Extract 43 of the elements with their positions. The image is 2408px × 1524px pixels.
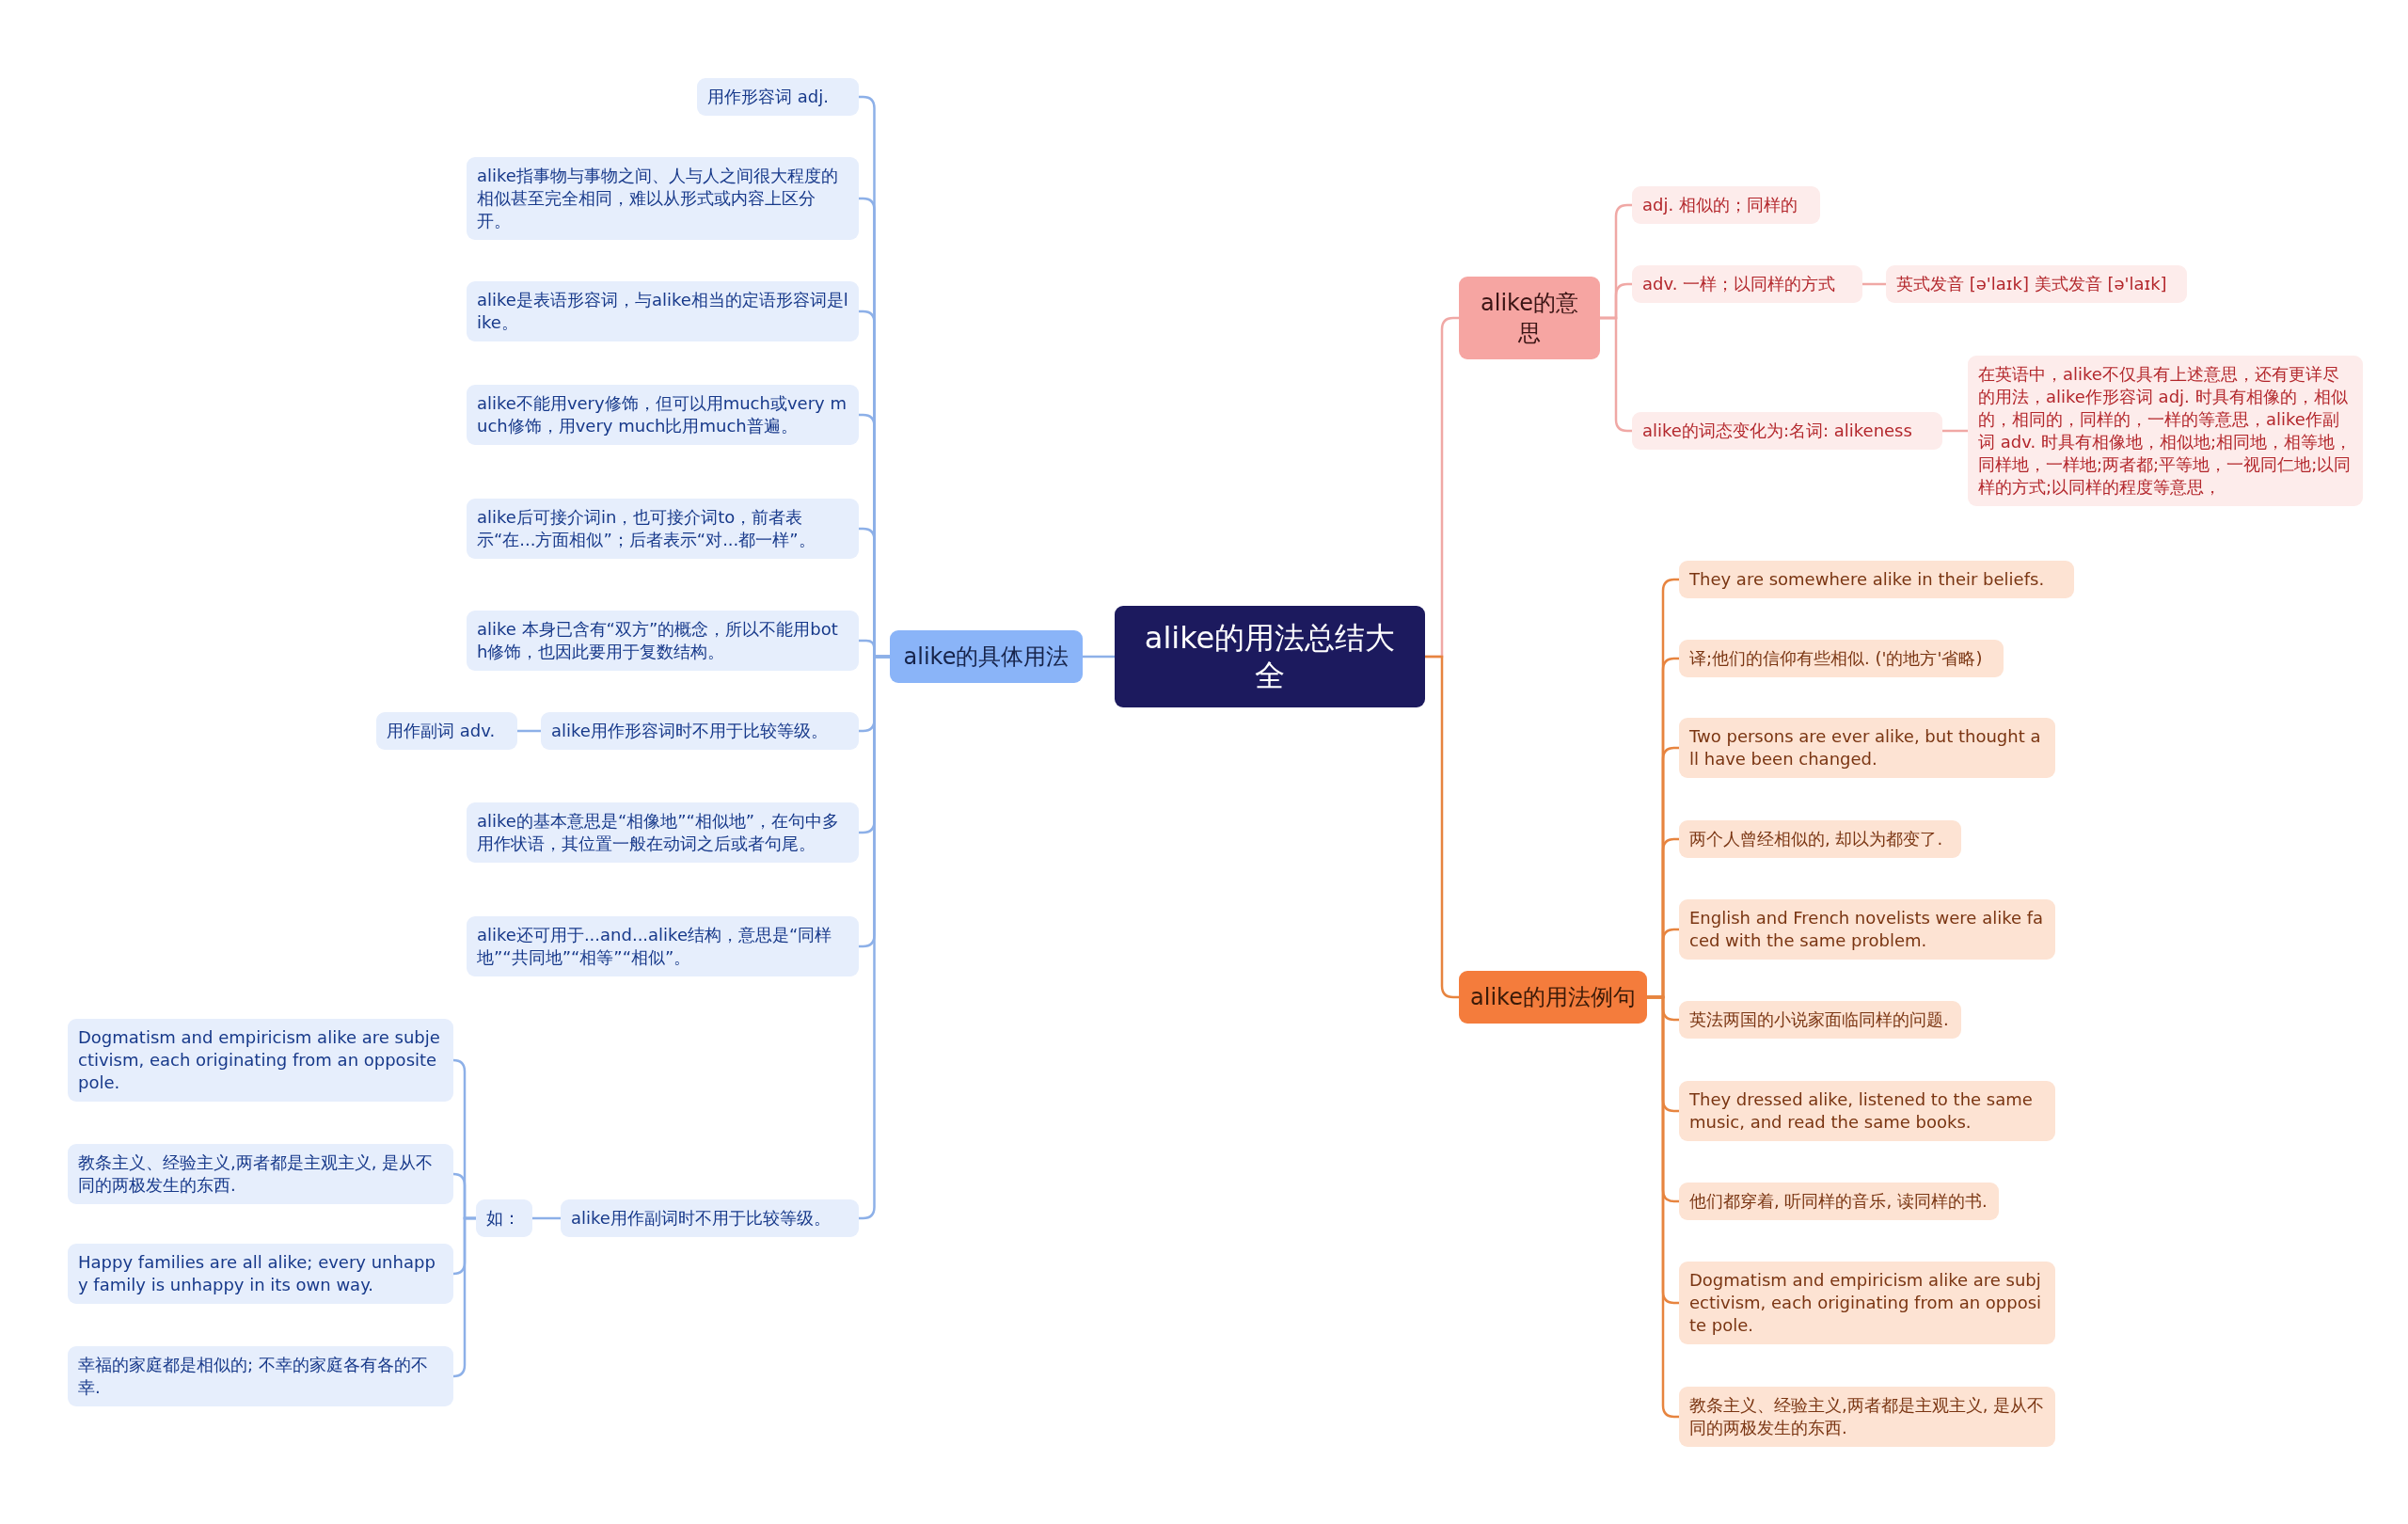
connector-line xyxy=(1647,995,1679,1419)
subtopic-box: alike用作副词时不用于比较等级。 xyxy=(561,1199,859,1237)
subtopic-box: Dogmatism and empiricism alike are subjectivism, each originating from an opposite pole. xyxy=(1679,1262,2055,1344)
subtopic-box: 英式发音 [ə'laɪk] 美式发音 [ə'laɪk] xyxy=(1886,265,2187,303)
subtopic-box: alike还可用于...and...alike结构，意思是“同样地”“共同地”“相等”“相似”。 xyxy=(467,916,859,976)
connector-line xyxy=(452,1216,476,1378)
subtopic-box: 用作副词 adv. xyxy=(376,712,517,750)
subtopic-box: Happy families are all alike; every unhappy family is unhappy in its own way. xyxy=(68,1244,453,1304)
subtopic-box: 如： xyxy=(476,1199,532,1237)
connector-line xyxy=(1083,655,1115,659)
subtopic-box: 幸福的家庭都是相似的; 不幸的家庭各有各的不幸. xyxy=(68,1346,453,1406)
branch-topic-box: alike的用法例句 xyxy=(1459,971,1647,1024)
subtopic-box: adv. 一样；以同样的方式 xyxy=(1632,265,1862,303)
subtopic-box: alike后可接介词in，也可接介词to，前者表示“在...方面相似”；后者表示“对...都一样”。 xyxy=(467,499,859,559)
subtopic-box: 译;他们的信仰有些相似. ('的地方'省略) xyxy=(1679,640,2004,677)
subtopic-box: 英法两国的小说家面临同样的问题. xyxy=(1679,1001,1961,1039)
subtopic-box: They are somewhere alike in their beliefs. xyxy=(1679,561,2074,598)
connector-line xyxy=(1425,655,1459,999)
subtopic-box: alike用作形容词时不用于比较等级。 xyxy=(541,712,859,750)
connector-line xyxy=(1862,282,1886,286)
subtopic-box: 教条主义、经验主义,两者都是主观主义, 是从不同的两极发生的东西. xyxy=(68,1144,453,1204)
central-topic-box: alike的用法总结大全 xyxy=(1115,606,1425,707)
subtopic-box: alike 本身已含有“双方”的概念，所以不能用both修饰，也因此要用于复数结构。 xyxy=(467,611,859,671)
subtopic-box: alike的词态变化为:名词: alikeness xyxy=(1632,412,1942,450)
subtopic-box: 两个人曾经相似的, 却以为都变了. xyxy=(1679,820,1961,858)
subtopic-box: 教条主义、经验主义,两者都是主观主义, 是从不同的两极发生的东西. xyxy=(1679,1387,2055,1447)
subtopic-box: alike指事物与事物之间、人与人之间很大程度的相似甚至完全相同，难以从形式或内容上区分开。 xyxy=(467,157,859,240)
connector-line xyxy=(532,1216,561,1220)
subtopic-box: English and French novelists were alike faced with the same problem. xyxy=(1679,899,2055,960)
subtopic-box: alike是表语形容词，与alike相当的定语形容词是like。 xyxy=(467,281,859,341)
subtopic-box: 用作形容词 adj. xyxy=(697,78,859,116)
connector-line xyxy=(1942,429,1968,433)
subtopic-box: 他们都穿着, 听同样的音乐, 读同样的书. xyxy=(1679,1183,1999,1220)
subtopic-box: adj. 相似的；同样的 xyxy=(1632,186,1820,224)
connector-line xyxy=(517,729,541,733)
subtopic-box: 在英语中，alike不仅具有上述意思，还有更详尽的用法，alike作形容词 adj. 时具有相像的，相似的，相同的，同样的，一样的等意思，alike作副词 adv. 时具有相像地，相似地;相同地，相等地，同样地，一样地;两者都;平等地，一视同仁地;以同样的方式;以同样的程度等意思， xyxy=(1968,356,2363,506)
subtopic-box: alike的基本意思是“相像地”“相似地”，在句中多用作状语，其位置一般在动词之后或者句尾。 xyxy=(467,802,859,863)
subtopic-box: Dogmatism and empiricism alike are subjectivism, each originating from an opposite pole. xyxy=(68,1019,453,1102)
branch-topic-box: alike的具体用法 xyxy=(890,630,1083,683)
subtopic-box: Two persons are ever alike, but thought all have been changed. xyxy=(1679,718,2055,778)
branch-topic-box: alike的意思 xyxy=(1459,277,1600,359)
subtopic-box: They dressed alike, listened to the same music, and read the same books. xyxy=(1679,1081,2055,1141)
subtopic-box: alike不能用very修饰，但可以用much或very much修饰，用very much比用much普遍。 xyxy=(467,385,859,445)
